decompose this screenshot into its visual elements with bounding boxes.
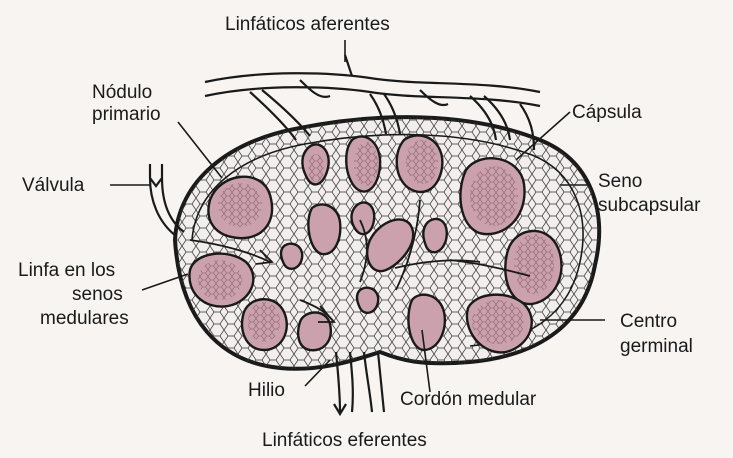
label-medullary-lymph-2: senos bbox=[72, 284, 123, 305]
label-medullary-lymph-1: Linfa en los bbox=[18, 260, 115, 281]
label-subcapsular-2: subcapsular bbox=[598, 195, 701, 216]
label-primary-nodule-1: Nódulo bbox=[92, 82, 152, 103]
medullary-cord-segment bbox=[281, 244, 302, 269]
follicle bbox=[408, 295, 444, 350]
medullary-cord-segment bbox=[423, 219, 447, 252]
medullary-cord-segment bbox=[308, 204, 340, 254]
label-capsule: Cápsula bbox=[572, 102, 642, 123]
medullary-cord-segment bbox=[352, 202, 375, 234]
label-hilum: Hilio bbox=[248, 380, 285, 401]
label-germinal-1: Centro bbox=[620, 311, 677, 332]
label-subcapsular-1: Seno bbox=[598, 171, 642, 192]
label-afferent: Linfáticos aferentes bbox=[225, 14, 390, 35]
label-germinal-2: germinal bbox=[620, 336, 693, 357]
follicle bbox=[298, 313, 331, 351]
label-medullary-cord: Cordón medular bbox=[400, 389, 537, 410]
medullary-cord-segment bbox=[357, 288, 378, 313]
label-primary-nodule-2: primario bbox=[92, 104, 161, 125]
label-medullary-lymph-3: medulares bbox=[40, 308, 129, 329]
label-valve: Válvula bbox=[22, 175, 85, 196]
label-efferent: Linfáticos eferentes bbox=[262, 430, 427, 451]
